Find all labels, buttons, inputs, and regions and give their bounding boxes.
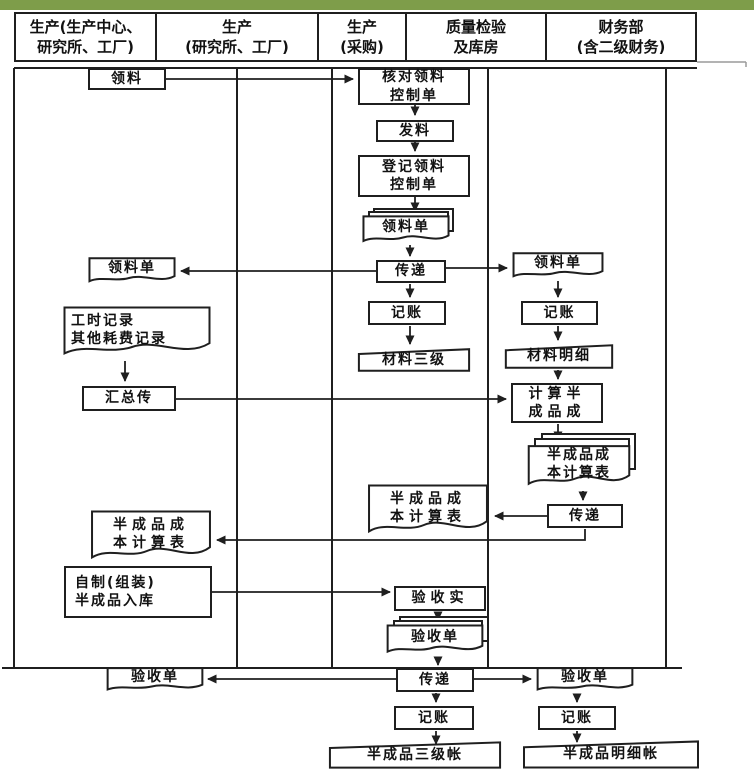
node-label: 记账 — [391, 304, 423, 321]
node-label: 传递 — [569, 507, 601, 524]
node-summarize-transfer: 汇总传 — [82, 386, 176, 411]
document-shape — [106, 667, 204, 693]
document-shape — [62, 305, 212, 361]
header-col-quality-warehouse: 质量检验 及库房 — [405, 12, 547, 62]
node-register-requisition-control-sheet: 登记领料 控制单 — [358, 155, 470, 197]
node-acceptance-check: 验收实 — [394, 586, 486, 611]
card-shape — [504, 344, 614, 369]
node-transfer-2: 传递 — [547, 504, 623, 528]
node-verify-requisition-control-sheet: 核对领料 控制单 — [358, 68, 470, 105]
node-bookkeeping-1: 记账 — [368, 301, 446, 325]
node-issue-material: 发料 — [376, 120, 454, 142]
node-semifinished-cost-sheet-left: 半成品成 本计算表 — [90, 509, 212, 565]
top-green-bar — [0, 0, 754, 10]
node-semifinished-cost-sheet-stack: 半成品成 本计算表 — [527, 432, 637, 490]
card-shape — [521, 740, 701, 769]
scan-artifact-line — [697, 61, 747, 67]
document-shape — [88, 257, 176, 285]
node-calc-semifinished-cost: 计算半 成品成 — [511, 383, 603, 423]
node-label: 传递 — [395, 263, 427, 280]
node-label: 半成品成 本计算表 — [113, 516, 189, 551]
node-bookkeeping-4: 记账 — [538, 706, 616, 730]
document-shape — [536, 667, 634, 693]
node-label: 验收单 — [561, 668, 609, 685]
node-bookkeeping-3: 记账 — [394, 706, 474, 730]
node-material-requisition: 领料 — [88, 68, 166, 90]
card-shape — [327, 741, 503, 769]
node-requisition-form-left: 领料单 — [88, 257, 176, 285]
node-label: 工时记录 其他耗费记录 — [71, 312, 167, 347]
header-col-production-center: 生产(生产中心、 研究所、工厂) — [14, 12, 157, 62]
document-shape — [527, 444, 631, 490]
node-transfer-3: 传递 — [396, 668, 474, 692]
node-label: 领料单 — [382, 218, 430, 235]
node-label: 登记领料 控制单 — [382, 158, 446, 193]
node-label: 验收实 — [411, 590, 469, 607]
node-label: 材料三级 — [382, 351, 446, 368]
node-label: 半成品明细帐 — [563, 746, 659, 763]
document-shape — [512, 252, 604, 280]
node-bookkeeping-2: 记账 — [521, 301, 598, 325]
node-label: 半成品成 本计算表 — [390, 490, 466, 525]
header-col-finance: 财务部 (含二级财务) — [545, 12, 697, 62]
node-transfer-1: 传递 — [376, 260, 446, 283]
card-shape — [357, 348, 471, 372]
node-label: 发料 — [399, 122, 431, 139]
node-acceptance-form-stack: 验收单 — [386, 616, 489, 656]
node-semifinished-level3-account: 半成品三级帐 — [327, 741, 503, 769]
document-shape — [90, 509, 212, 565]
node-requisition-form-stack: 领料单 — [362, 207, 455, 245]
node-label: 记账 — [561, 709, 593, 726]
document-shape — [386, 624, 484, 656]
node-acceptance-form-right: 验收单 — [536, 667, 634, 693]
node-label: 领料 — [111, 70, 143, 87]
node-label: 半成品三级帐 — [367, 746, 463, 763]
node-label: 验收单 — [131, 668, 179, 685]
node-label: 核对领料 控制单 — [382, 69, 446, 104]
node-label: 记账 — [543, 304, 576, 321]
node-requisition-form-right: 领料单 — [512, 252, 604, 280]
node-semifinished-cost-sheet-mid: 半成品成 本计算表 — [367, 483, 489, 539]
node-label: 传递 — [419, 671, 451, 688]
node-acceptance-form-left: 验收单 — [106, 667, 204, 693]
node-label: 计算半 成品成 — [528, 385, 586, 420]
node-semifinished-detail-account: 半成品明细帐 — [521, 740, 701, 769]
header-col-production-institute: 生产 (研究所、工厂) — [155, 12, 319, 62]
node-label: 记账 — [418, 709, 450, 726]
node-material-detail-ledger: 材料明细 — [504, 344, 614, 369]
node-label: 领料单 — [534, 254, 582, 271]
header-col-production-purchasing: 生产 (采购) — [317, 12, 407, 62]
node-label: 领料单 — [108, 259, 156, 276]
node-material-level3-ledger: 材料三级 — [357, 348, 471, 372]
node-label: 半成品成 本计算表 — [547, 446, 611, 481]
node-selfmade-semifinished-warehousing: 自制(组装) 半成品入库 — [64, 566, 212, 618]
node-label: 汇总传 — [105, 390, 153, 407]
node-labor-and-expense-records: 工时记录 其他耗费记录 — [62, 305, 212, 361]
document-shape — [367, 483, 489, 539]
node-label: 自制(组装) 半成品入库 — [75, 574, 156, 609]
node-label: 材料明细 — [527, 348, 591, 365]
document-shape — [362, 215, 450, 245]
node-label: 验收单 — [411, 628, 459, 645]
flow-arrow — [216, 529, 586, 545]
flow-arrows — [120, 74, 588, 745]
